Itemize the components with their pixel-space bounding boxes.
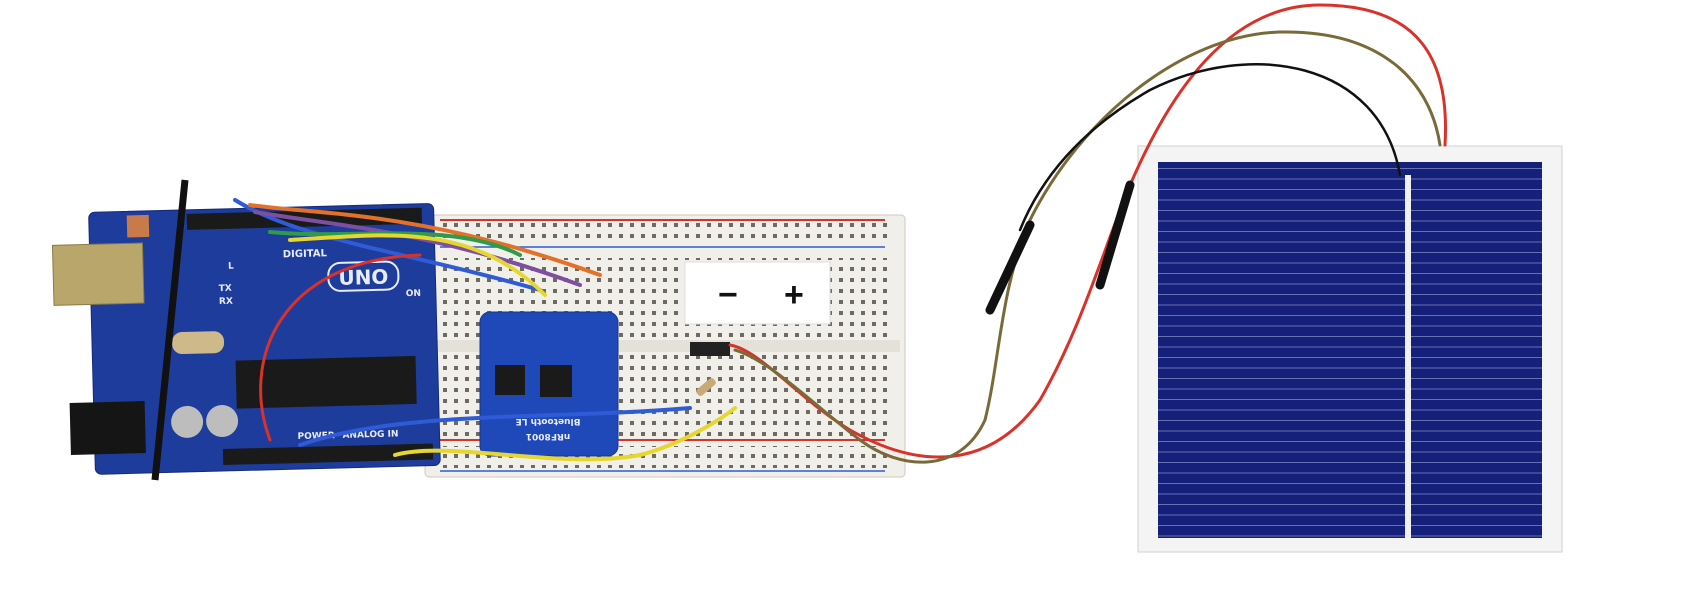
analog-power-header <box>222 443 434 466</box>
module-chip-label: nRF8001 <box>526 431 571 441</box>
on-label: ON <box>406 289 421 299</box>
plus-label: + <box>784 276 804 314</box>
l-label: L <box>228 262 234 272</box>
black-wire <box>1018 63 1402 232</box>
module-name-label: Bluetooth LE <box>516 416 581 426</box>
polarity-label-card: − + <box>684 261 831 325</box>
wires <box>233 3 1448 464</box>
cable-tie <box>151 179 189 481</box>
arduino-uno-board: DIGITAL UNO ON L TX RX POWER ANALOG IN <box>51 203 441 475</box>
analog-in-label: ANALOG IN <box>342 429 398 440</box>
solar-panel <box>1137 145 1563 553</box>
tx-label: TX <box>219 284 232 294</box>
minus-label: − <box>718 276 738 314</box>
usb-connector <box>51 242 145 306</box>
red-wire <box>728 3 1448 459</box>
dc-power-jack <box>69 401 146 455</box>
rx-label: RX <box>219 297 233 307</box>
reset-button <box>126 214 150 238</box>
digital-label: DIGITAL <box>283 248 328 260</box>
resistor <box>696 378 716 396</box>
capacitor <box>206 405 239 438</box>
heat-shrink <box>985 220 1035 315</box>
power-label: POWER <box>297 431 335 442</box>
microcontroller-chip <box>235 355 417 409</box>
power-rail-top <box>440 222 890 244</box>
bus-bar <box>1405 175 1411 538</box>
crystal-oscillator <box>172 331 225 355</box>
capacitor <box>171 405 204 438</box>
bluetooth-le-module: Bluetooth LE nRF8001 <box>479 311 619 457</box>
pin-header <box>690 342 730 356</box>
heat-shrink <box>1095 180 1135 290</box>
